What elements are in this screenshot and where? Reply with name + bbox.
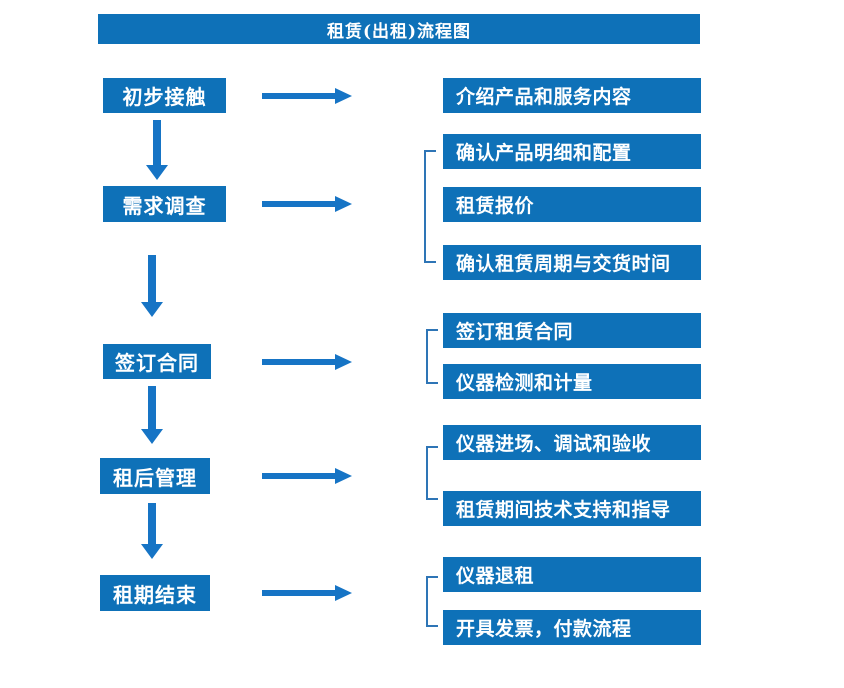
arrow-shaft <box>262 473 335 479</box>
right-arrow-connector-5 <box>262 585 352 601</box>
detail-box: 租赁报价 <box>443 187 701 222</box>
arrow-shaft <box>148 503 156 544</box>
detail-box: 确认产品明细和配置 <box>443 134 701 169</box>
arrow-head-icon <box>335 354 352 370</box>
down-arrow-connector-3 <box>141 386 163 444</box>
detail-box: 开具发票，付款流程 <box>443 610 701 645</box>
step-box-rental-end: 租期结束 <box>100 575 210 611</box>
step-box-initial-contact: 初步接触 <box>103 78 226 113</box>
arrow-shaft <box>148 386 156 429</box>
group-bracket-needs-survey <box>424 150 436 263</box>
arrow-shaft <box>262 201 335 207</box>
arrow-head-icon <box>335 196 352 212</box>
group-bracket-sign-contract <box>426 329 438 384</box>
detail-box: 仪器进场、调试和验收 <box>443 425 701 460</box>
detail-box: 租赁期间技术支持和指导 <box>443 491 701 526</box>
right-arrow-connector-1 <box>262 88 352 104</box>
down-arrow-connector-1 <box>146 120 168 180</box>
arrow-head-icon <box>141 544 163 559</box>
flowchart-title: 租赁(出租)流程图 <box>326 21 472 42</box>
detail-box: 仪器退租 <box>443 557 701 592</box>
detail-box: 签订租赁合同 <box>443 313 701 348</box>
arrow-shaft <box>153 120 161 165</box>
right-arrow-connector-4 <box>262 468 352 484</box>
arrow-shaft <box>262 359 335 365</box>
arrow-head-icon <box>335 585 352 601</box>
arrow-head-icon <box>141 429 163 444</box>
step-box-post-rental-management: 租后管理 <box>100 458 210 494</box>
detail-box: 确认租赁周期与交货时间 <box>443 245 701 280</box>
step-box-sign-contract: 签订合同 <box>103 344 211 379</box>
arrow-shaft <box>262 590 335 596</box>
right-arrow-connector-2 <box>262 196 352 212</box>
arrow-head-icon <box>141 302 163 317</box>
arrow-head-icon <box>335 468 352 484</box>
detail-box: 仪器检测和计量 <box>443 364 701 399</box>
right-arrow-connector-3 <box>262 354 352 370</box>
down-arrow-connector-4 <box>141 503 163 559</box>
detail-box: 介绍产品和服务内容 <box>443 78 701 113</box>
group-bracket-rental-end <box>426 576 438 627</box>
arrow-head-icon <box>335 88 352 104</box>
down-arrow-connector-2 <box>141 255 163 317</box>
step-box-needs-survey: 需求调查 <box>103 186 226 222</box>
arrow-shaft <box>148 255 156 302</box>
arrow-shaft <box>262 93 335 99</box>
group-bracket-post-rental <box>426 446 438 500</box>
flowchart-title-bar: 租赁(出租)流程图 <box>98 14 700 44</box>
arrow-head-icon <box>146 165 168 180</box>
